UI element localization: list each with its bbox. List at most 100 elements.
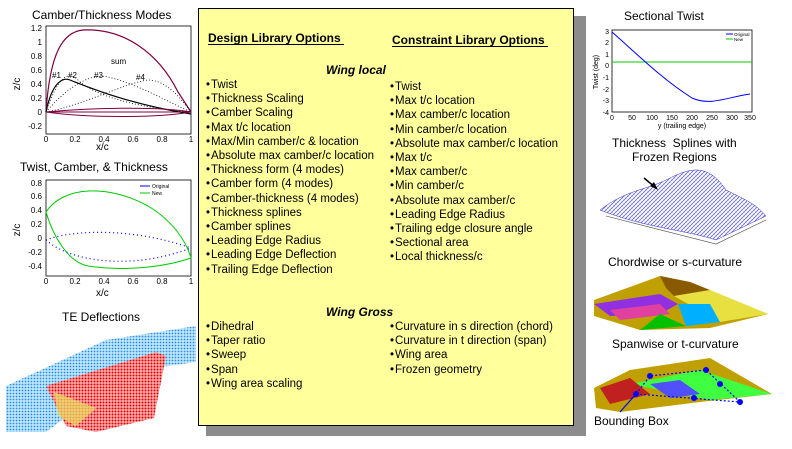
list-item: Frozen geometry (390, 363, 553, 377)
list-item: Camber Scaling (206, 106, 374, 120)
constraint-library-header: Constraint Library Options (392, 33, 545, 47)
y-tick: 0 (605, 63, 609, 70)
x-tick: 50 (628, 115, 636, 122)
list-item: Max/Min camber/c & location (206, 135, 374, 149)
x-tick: 0.4 (98, 135, 110, 144)
y-tick: 1 (605, 52, 609, 59)
x-tick: 0.8 (156, 135, 168, 144)
te-deflection-image (6, 326, 196, 432)
x-tick: 150 (666, 115, 678, 122)
x-tick: 0 (44, 277, 49, 286)
list-item: Thickness form (4 modes) (206, 163, 374, 177)
bounding-box-title: Bounding Box (594, 414, 669, 428)
list-item: Leading Edge Deflection (206, 248, 374, 262)
list-item: Leading Edge Radius (390, 208, 558, 222)
sectional-twist-title: Sectional Twist (624, 9, 704, 23)
x-tick: 1 (189, 135, 194, 144)
twist-ylabel: z/c (12, 224, 23, 237)
design-gross-list: Dihedral Taper ratio Sweep Span Wing are… (206, 320, 302, 391)
y-tick: -3 (603, 98, 609, 105)
original-airfoil-lower (45, 239, 192, 262)
list-item: Thickness splines (206, 206, 374, 220)
y-tick: 0.2 (31, 220, 43, 229)
y-tick: 3 (605, 29, 609, 36)
camber-modes-chart: 1.2 1 0.8 0.6 0.4 0.2 0 -0.2 0 0.2 0.4 0… (12, 24, 194, 144)
list-item: Trailing edge closure angle (390, 222, 558, 236)
design-library-header: Design Library Options (208, 31, 341, 45)
y-tick: 0.4 (31, 80, 43, 89)
list-item: Curvature in s direction (chord) (390, 320, 553, 334)
camber-x-ticks: 0 0.2 0.4 0.6 0.8 1 (44, 135, 194, 144)
constraint-gross-list: Curvature in s direction (chord) Curvatu… (390, 320, 553, 377)
x-tick: 0.6 (127, 135, 139, 144)
constraint-local-list: Twist Max t/c location Max camber/c loca… (390, 80, 558, 265)
thickness-curve (45, 107, 192, 113)
x-tick: 0 (44, 135, 49, 144)
y-tick: 0.8 (31, 179, 43, 188)
sum-curve (45, 29, 192, 113)
y-tick: 0.6 (31, 192, 43, 201)
wing-local-heading: Wing local (326, 63, 386, 77)
camber-modes-title: Camber/Thickness Modes (32, 8, 172, 22)
y-tick: -4 (603, 110, 609, 117)
y-tick: 0.8 (31, 52, 43, 61)
spanwise-curvature-image (594, 358, 772, 413)
header-underline (392, 46, 548, 47)
x-tick: 0.2 (69, 277, 81, 286)
sectional-xlabel: y (trailing edge) (658, 123, 706, 130)
sectional-y-ticks: 3 2 1 0 -1 -2 -3 -4 (603, 29, 609, 117)
y-tick: -2 (603, 87, 609, 94)
list-item: Dihedral (206, 320, 302, 334)
thickness-splines-surface (599, 169, 767, 245)
list-item: Span (206, 363, 302, 377)
list-item: Wing area (390, 348, 553, 362)
sectional-x-ticks: 0 50 100 150 200 250 300 350 (610, 115, 756, 122)
list-item: Sweep (206, 348, 302, 362)
te-deflections-title: TE Deflections (62, 310, 141, 324)
y-tick: 1.2 (31, 24, 43, 33)
legend-label: New (734, 37, 744, 42)
y-tick: 0 (38, 234, 43, 243)
x-tick: 0.8 (156, 277, 168, 286)
y-tick: 1 (38, 38, 43, 47)
camber-y-ticks: 1.2 1 0.8 0.6 0.4 0.2 0 -0.2 (28, 24, 42, 131)
x-tick: 0.2 (69, 135, 81, 144)
list-item: Taper ratio (206, 334, 302, 348)
original-twist-line (611, 31, 751, 102)
chordwise-curvature-image (594, 276, 768, 330)
legend-label: New (152, 191, 162, 197)
design-local-list: Twist Thickness Scaling Camber Scaling M… (206, 78, 374, 277)
annotation: #1 (52, 71, 61, 80)
header-underline (208, 44, 344, 45)
list-item: Camber form (4 modes) (206, 177, 374, 191)
chordwise-title: Chordwise or s-curvature (608, 255, 743, 269)
list-item: Sectional area (390, 236, 558, 250)
list-item: Absolute max camber/c (390, 194, 558, 208)
sectional-legend: Original New (726, 32, 750, 42)
y-tick: -0.2 (28, 122, 42, 131)
x-tick: 100 (646, 115, 658, 122)
list-item: Curvature in t direction (span) (390, 334, 553, 348)
mode-4-curve (45, 79, 192, 113)
twist-camber-chart: 0.8 0.6 0.4 0.2 0 -0.2 -0.4 0 0.2 0.4 0.… (12, 179, 194, 286)
legend-label: Original (152, 184, 169, 190)
legend-label: Original (734, 32, 750, 37)
twist-y-ticks: 0.8 0.6 0.4 0.2 0 -0.2 -0.4 (28, 179, 42, 271)
twist-xlabel: x/c (96, 288, 109, 299)
mode-1-curve (45, 78, 192, 115)
list-item: Max t/c (390, 151, 558, 165)
list-item: Thickness Scaling (206, 92, 374, 106)
twist-camber-title: Twist, Camber, & Thickness (20, 160, 168, 174)
x-tick: 0 (610, 115, 614, 122)
x-tick: 0.4 (98, 277, 110, 286)
annotation: #3 (94, 71, 103, 80)
x-tick: 0.6 (127, 277, 139, 286)
mode-3-curve (45, 75, 192, 113)
list-item: Min camber/c location (390, 123, 558, 137)
annotation: #4 (136, 73, 145, 82)
x-tick: 200 (686, 115, 698, 122)
list-item: Leading Edge Radius (206, 234, 374, 248)
list-item: Camber splines (206, 220, 374, 234)
list-item: Twist (390, 80, 558, 94)
annotation: sum (111, 57, 126, 66)
